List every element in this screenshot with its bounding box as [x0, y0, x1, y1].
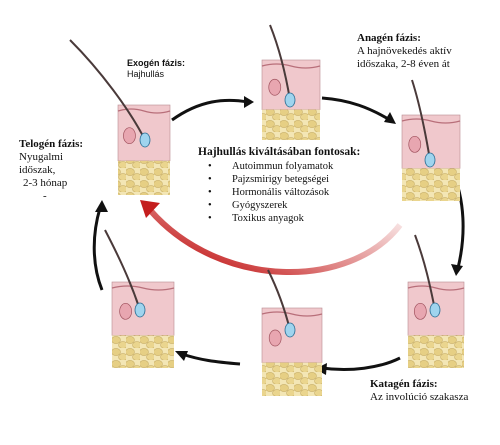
epidermis-line: [261, 311, 323, 317]
fat-layer: [408, 335, 464, 368]
arrow-left-up: [92, 207, 104, 291]
epidermis-line: [117, 108, 171, 114]
hair-strand: [411, 79, 431, 161]
arrow-heads: [95, 96, 463, 375]
tile-katagen: [407, 234, 465, 368]
fat-layer: [262, 109, 320, 140]
hair-bulb: [284, 322, 296, 338]
epidermis-line: [401, 118, 461, 124]
fat-layer: [112, 335, 174, 368]
fat-layer: [118, 160, 170, 195]
label-telogen: Telogén fázis: Nyugalmi időszak, 2-3 hón…: [19, 138, 84, 202]
hair-strand: [269, 24, 291, 101]
arrow-exogen-to-anagen: [171, 98, 249, 122]
tile-anagen: [261, 24, 321, 140]
hair-bulb: [284, 92, 296, 108]
gland: [119, 302, 132, 320]
arrow-anagen-to-growth: [321, 96, 391, 122]
fat-layer: [402, 168, 460, 201]
factor-item: Pajzsmirigy betegségei: [208, 173, 388, 186]
arrow-bottom-left: [181, 352, 241, 366]
hair-bulb: [134, 302, 146, 318]
epidermis-line: [111, 285, 175, 291]
epidermis-line: [407, 285, 465, 291]
tile-growth: [401, 79, 461, 201]
label-anagen: Anagén fázis: A hajnövekedés aktív idősz…: [357, 32, 452, 70]
arrow-katagen-to-left: [321, 356, 401, 372]
gland: [268, 78, 282, 96]
factors-list: Autoimmun folyamatok Pajzsmirigy betegsé…: [198, 160, 388, 225]
tile-exogen: [69, 39, 171, 195]
label-exogen: Exogén fázis: Hajhullás: [127, 58, 186, 79]
hair-strand: [104, 229, 141, 311]
hair-bulb: [424, 152, 436, 168]
red-arrow: [140, 200, 403, 275]
gland: [408, 135, 422, 153]
hair-bulb: [139, 132, 151, 148]
factor-item: Gyógyszerek: [208, 199, 388, 212]
fat-layer: [262, 362, 322, 396]
gland: [413, 302, 427, 320]
factor-item: Autoimmun folyamatok: [208, 160, 388, 173]
factor-item: Hormonális változások: [208, 186, 388, 199]
hair-strand: [69, 39, 146, 141]
factors-box: Hajhullás kiváltásában fontosak: Autoimm…: [198, 146, 388, 225]
tile-katagen-mid: [261, 269, 323, 396]
tile-telogen: [104, 229, 175, 368]
label-katagen: Katagén fázis: Az involúció szakasza: [370, 378, 469, 403]
epidermis-line: [261, 63, 321, 69]
gland: [268, 329, 282, 347]
hair-bulb: [429, 302, 441, 318]
factors-title: Hajhullás kiváltásában fontosak:: [198, 146, 361, 158]
gland: [123, 127, 136, 145]
factor-item: Toxikus anyagok: [208, 212, 388, 225]
